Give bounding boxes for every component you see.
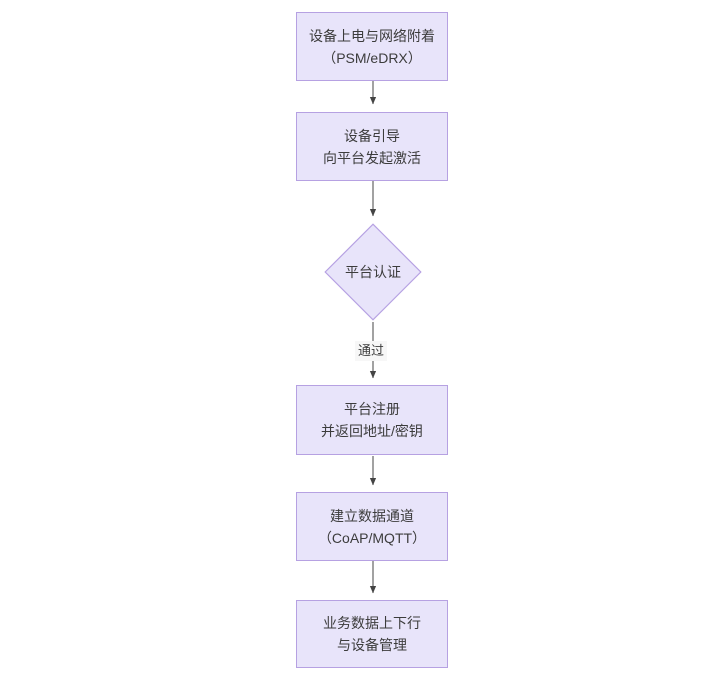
node-line-2: 与设备管理 bbox=[337, 637, 407, 653]
node-platform-register[interactable]: 平台注册 并返回地址/密钥 bbox=[296, 385, 448, 455]
node-line-1: 建立数据通道 bbox=[330, 507, 414, 524]
node-device-power-on[interactable]: 设备上电与网络附着 （PSM/eDRX） bbox=[296, 12, 448, 81]
edge-label-pass: 通过 bbox=[355, 341, 388, 361]
node-line-2: 向平台发起激活 bbox=[323, 149, 421, 166]
node-business-data-and-device-management[interactable]: 业务数据上下行 与设备管理 bbox=[296, 600, 448, 668]
node-line-2: 并返回地址/密钥 bbox=[321, 423, 423, 439]
diamond-shape bbox=[324, 223, 422, 321]
node-line-1: 业务数据上下行 bbox=[323, 615, 421, 631]
node-line-1: 平台认证 bbox=[345, 264, 401, 280]
node-device-bootstrap[interactable]: 设备引导 向平台发起激活 bbox=[296, 112, 448, 181]
node-line-2: （CoAP/MQTT） bbox=[317, 529, 427, 546]
node-line-1: 设备引导 bbox=[344, 127, 400, 144]
node-line-1: 平台注册 bbox=[344, 401, 400, 417]
node-line-2: （PSM/eDRX） bbox=[322, 49, 422, 66]
node-platform-auth-decision[interactable]: 平台认证 bbox=[324, 223, 422, 321]
node-establish-data-channel[interactable]: 建立数据通道 （CoAP/MQTT） bbox=[296, 492, 448, 561]
node-line-1: 设备上电与网络附着 bbox=[309, 27, 435, 44]
